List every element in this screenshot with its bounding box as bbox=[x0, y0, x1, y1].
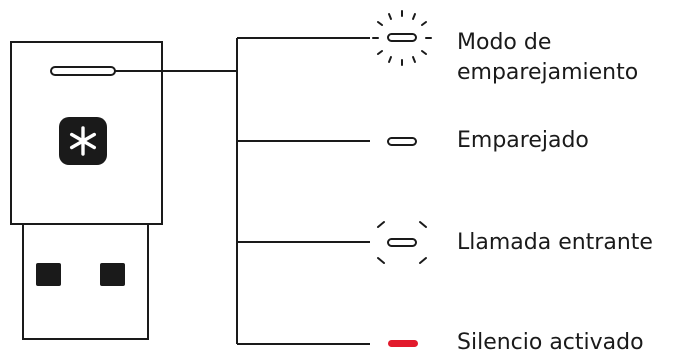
connector-lines bbox=[115, 37, 370, 345]
led-mute-icon bbox=[388, 340, 418, 347]
label-paired: Emparejado bbox=[457, 128, 589, 153]
usb-contact-right bbox=[100, 263, 125, 286]
bluetooth-asterisk-icon bbox=[59, 117, 107, 165]
usb-contact-left bbox=[36, 263, 61, 286]
label-incoming-call: Llamada entrante bbox=[457, 230, 653, 255]
led-pairing-icon bbox=[372, 10, 432, 66]
label-pairing-line-1: Modo de bbox=[457, 30, 552, 55]
label-mute-on: Silencio activado bbox=[457, 330, 644, 355]
label-pairing-line-2: emparejamiento bbox=[457, 60, 639, 85]
dongle-led-slot bbox=[50, 66, 116, 76]
led-paired-icon bbox=[387, 137, 417, 146]
led-incoming-icon bbox=[377, 221, 427, 264]
usb-dongle bbox=[10, 41, 163, 340]
label-pairing-mode: Modo de emparejamiento bbox=[457, 28, 638, 88]
